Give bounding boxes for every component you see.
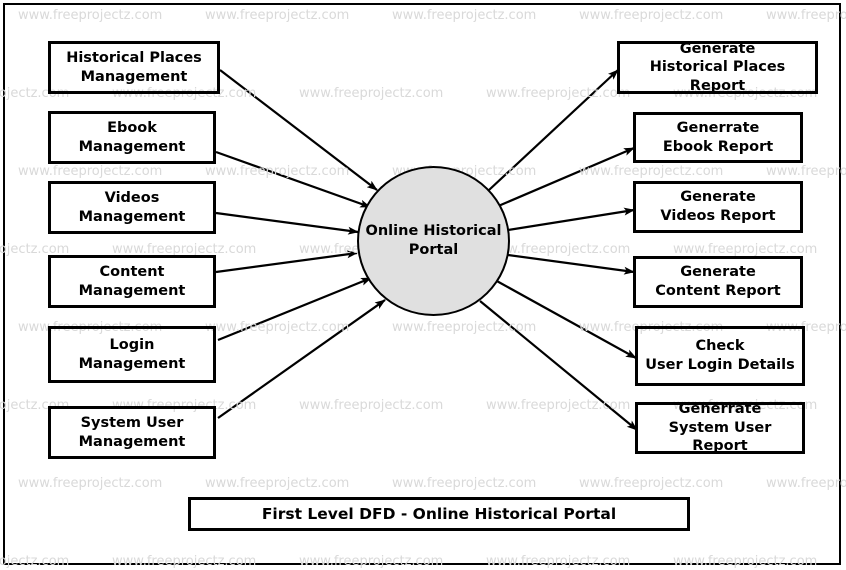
entity-ebook-management[interactable]: Ebook Management — [48, 111, 216, 164]
diagram-caption: First Level DFD - Online Historical Port… — [188, 497, 690, 531]
flow-process-to-historical-places-report — [488, 69, 619, 191]
flow-process-to-content-report — [507, 253, 635, 275]
entity-label-line2: Historical Places Report — [649, 59, 786, 94]
entity-historical-places-management[interactable]: Historical Places Management — [48, 41, 220, 94]
entity-label-line2: Management — [78, 282, 186, 299]
entity-label-line1: Content — [99, 263, 165, 280]
diagram-caption-text: First Level DFD - Online Historical Port… — [261, 505, 617, 523]
entity-label-line2: Management — [80, 68, 188, 85]
entity-content-management[interactable]: Content Management — [48, 255, 216, 308]
entity-generate-historical-places-report[interactable]: Generate Historical Places Report — [617, 41, 818, 94]
entity-label-line1: System User — [80, 414, 184, 431]
entity-generate-videos-report[interactable]: Generate Videos Report — [633, 181, 803, 233]
entity-label-line2: Content Report — [655, 283, 781, 299]
flow-process-to-system-user-report — [479, 300, 638, 431]
entity-label-line1: Generrate — [676, 119, 760, 136]
flow-ebook-to-process — [215, 150, 371, 209]
entity-generate-system-user-report[interactable]: Generrate System User Report — [635, 401, 805, 455]
entity-label-line1: Historical Places — [66, 49, 202, 66]
entity-generate-ebook-report[interactable]: Generrate Ebook Report — [633, 112, 803, 163]
flow-videos-to-process — [215, 211, 359, 235]
entity-generate-content-report[interactable]: Generate Content Report — [633, 256, 803, 308]
entity-label-line1: Generrate — [678, 401, 762, 418]
entity-label-line1: Generate — [679, 40, 756, 57]
entity-login-management[interactable]: Login Management — [48, 326, 216, 383]
entity-label-line1: Login — [109, 336, 155, 353]
process-label-line3: Portal — [408, 242, 459, 258]
entity-check-user-login-details[interactable]: Check User Login Details — [635, 326, 805, 386]
entity-label-line1: Generate — [680, 189, 756, 206]
flow-system-user-to-process — [217, 299, 386, 419]
entity-label-line2: Management — [78, 355, 186, 372]
entity-label-line2: Management — [78, 138, 186, 155]
entity-system-user-management[interactable]: System User Management — [48, 406, 216, 459]
flow-process-to-check-user-login — [494, 279, 637, 359]
entity-label-line1: Generate — [680, 264, 756, 281]
flow-process-to-ebook-report — [495, 146, 635, 209]
entity-label-line1: Videos — [104, 189, 160, 206]
flow-login-to-process — [217, 276, 372, 342]
entity-label-line2: Videos Report — [660, 208, 776, 224]
entity-label-line1: Check — [695, 338, 745, 355]
process-label-line1: Online — [365, 223, 419, 240]
entity-label-line2: Management — [78, 208, 186, 225]
diagram-outer-frame — [3, 3, 841, 565]
entity-label-line2: System User Report — [668, 419, 772, 455]
flow-historical-places-to-process — [219, 69, 378, 191]
entity-label-line2: Ebook Report — [662, 138, 774, 155]
entity-label-line2: User Login Details — [645, 357, 795, 373]
process-online-historical-portal[interactable]: Online Historical Portal — [357, 166, 510, 316]
entity-videos-management[interactable]: Videos Management — [48, 181, 216, 234]
entity-label-line1: Ebook — [107, 119, 157, 136]
flow-process-to-videos-report — [507, 207, 635, 232]
entity-label-line2: Management — [78, 433, 186, 450]
process-label-line2: Historical — [423, 223, 502, 240]
flow-content-to-process — [215, 250, 358, 274]
